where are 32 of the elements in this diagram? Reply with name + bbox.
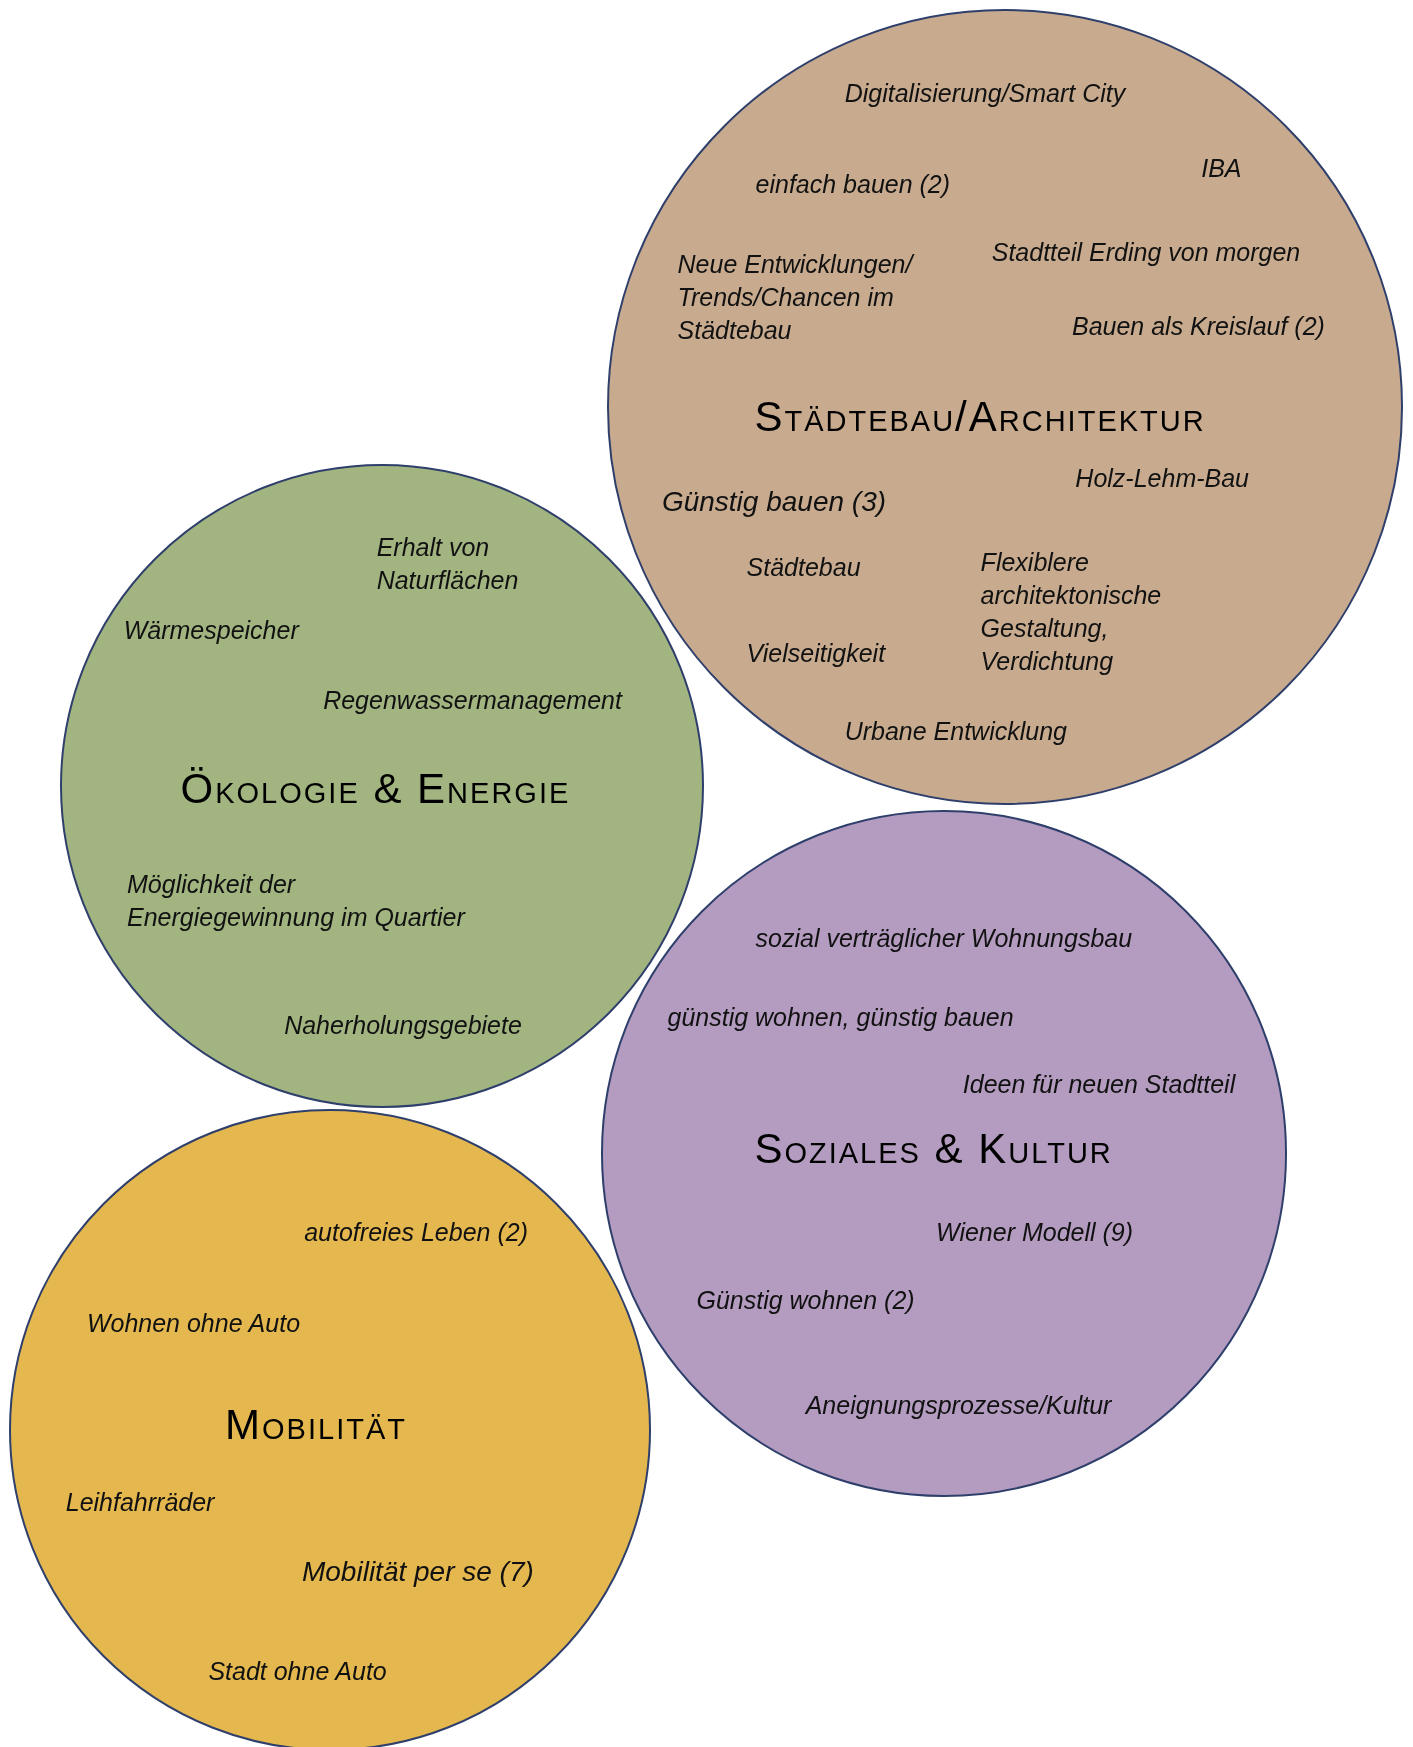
keyword-text: Möglichkeit der Energiegewinnung im Quartier (127, 869, 467, 934)
keyword-text: einfach bauen (2) (755, 169, 951, 201)
keyword-text: autofreies Leben (2) (304, 1216, 528, 1248)
keyword-text: Wohnen ohne Auto (86, 1308, 301, 1340)
keyword-text: Erhalt von Naturflächen (376, 531, 520, 596)
keyword-text: Wiener Modell (9) (936, 1216, 1134, 1248)
keyword-text: Wärmespeicher (123, 615, 299, 647)
keyword-text: Städtebau (746, 551, 861, 583)
keyword-text: günstig wohnen, günstig bauen (667, 1001, 1014, 1033)
keyword-text: Günstig bauen (3) (661, 484, 887, 518)
keyword-text: Naherholungsgebiete (284, 1009, 522, 1041)
topic-title: Soziales & Kultur (754, 1124, 1113, 1173)
keyword-text: Neue Entwicklungen/ Trends/Chancen im Städtebau (677, 248, 916, 346)
keyword-text: Flexiblere architektonische Gestaltung, Verdichtung (980, 547, 1163, 678)
keyword-text: Stadtteil Erding von morgen (991, 237, 1301, 269)
keyword-text: Urbane Entwicklung (844, 715, 1067, 747)
keyword-text: Aneignungsprozesse/Kultur (805, 1389, 1112, 1421)
topic-title: Mobilität (225, 1401, 407, 1450)
keyword-text: Digitalisierung/Smart City (844, 78, 1126, 110)
keyword-text: Mobilität per se (7) (301, 1554, 534, 1588)
keyword-text: Leihfahrräder (65, 1486, 215, 1518)
keyword-text: Regenwassermanagement (323, 685, 622, 717)
keyword-text: Ideen für neuen Stadtteil (962, 1068, 1236, 1100)
keyword-text: Günstig wohnen (2) (696, 1284, 915, 1316)
topic-title: Ökologie & Energie (180, 764, 571, 813)
keyword-text: Holz-Lehm-Bau (1075, 462, 1249, 494)
topic-title: Städtebau/Architektur (754, 392, 1206, 441)
keyword-text: Vielseitigkeit (746, 637, 886, 669)
keyword-text: Stadt ohne Auto (208, 1656, 387, 1687)
keyword-text: sozial verträglicher Wohnungsbau (755, 922, 1133, 954)
keyword-text: IBA (1201, 152, 1242, 184)
keyword-text: Bauen als Kreislauf (2) (1072, 311, 1325, 342)
